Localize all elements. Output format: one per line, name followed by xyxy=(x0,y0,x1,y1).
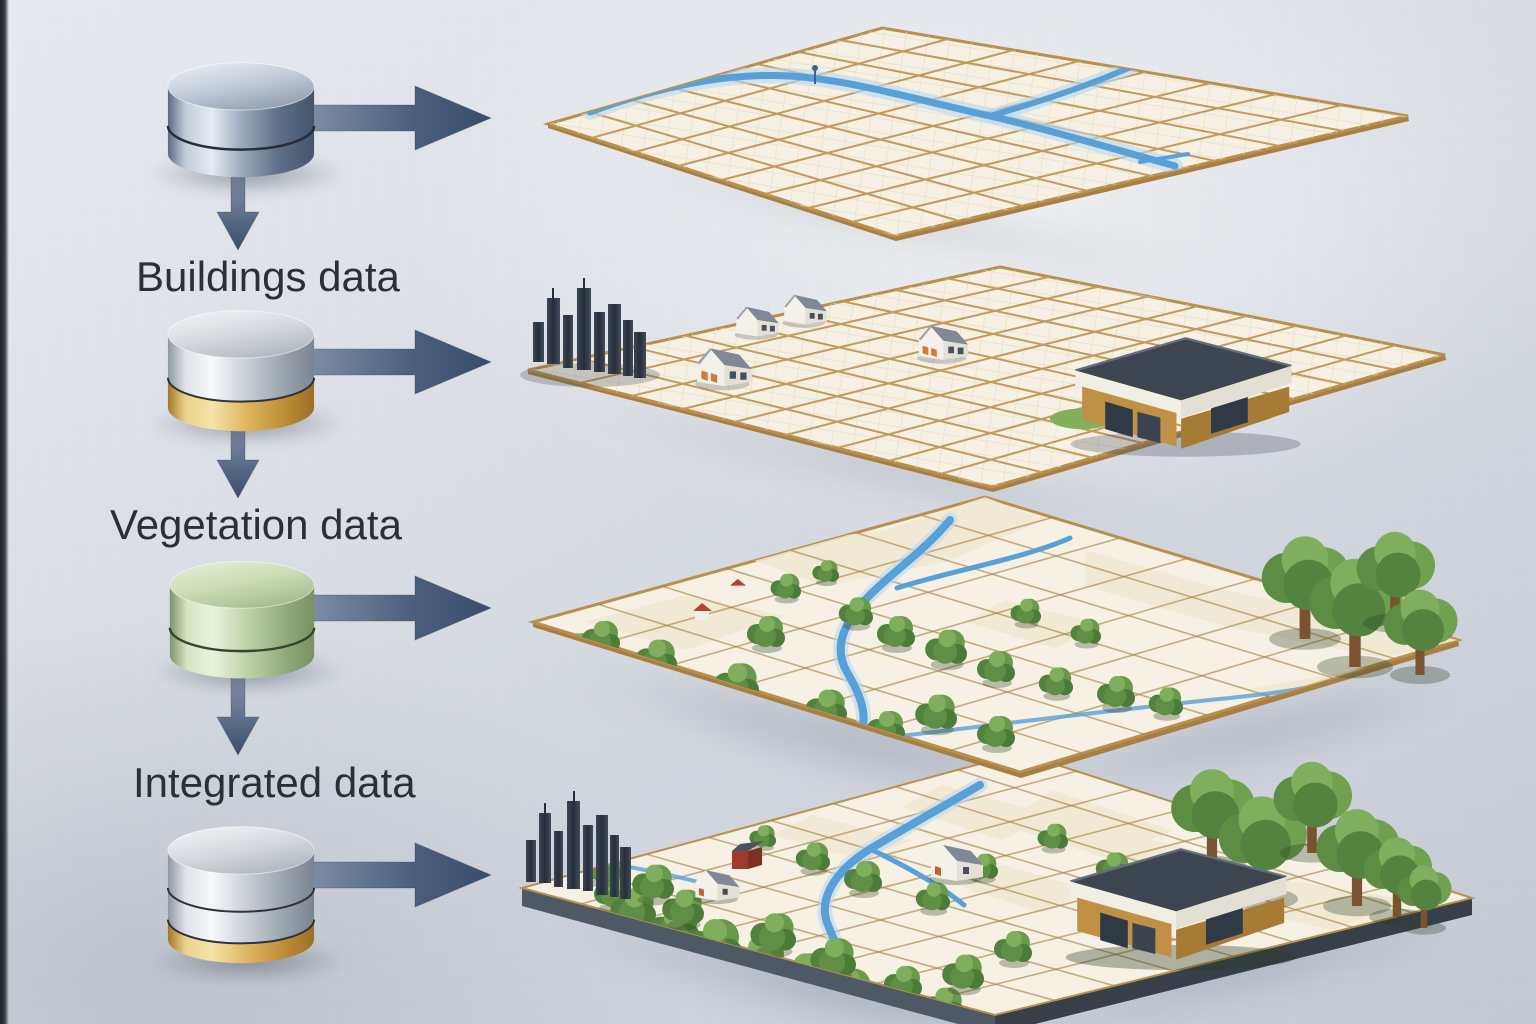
database-cylinder-icon-vegetation xyxy=(168,560,316,679)
database-cylinder-icon-buildings xyxy=(166,310,316,432)
map-edge xyxy=(533,622,1459,778)
label-vegetation-data: Vegetation data xyxy=(110,501,402,548)
integrated-map-illustration xyxy=(518,751,1476,1024)
arrow-right-icon xyxy=(294,329,493,395)
label-integrated-data: Integrated data xyxy=(133,759,416,806)
tiny-house-icon xyxy=(693,603,712,620)
city-skyline-icon xyxy=(520,278,660,387)
city-skyline-icon xyxy=(526,791,631,899)
tiny-house-icon xyxy=(730,578,747,594)
buildings-map-illustration xyxy=(520,265,1446,492)
arrow-right-icon xyxy=(294,85,493,151)
barn-icon xyxy=(732,841,764,869)
database-cylinder-icon-integrated xyxy=(166,826,316,964)
arrow-right-icon xyxy=(294,575,493,641)
map-grid-lines xyxy=(579,275,1396,475)
label-buildings-data: Buildings data xyxy=(136,253,400,300)
arrow-right-icon xyxy=(294,842,493,908)
database-cylinder-icon-base xyxy=(166,62,316,178)
vegetation-map-illustration xyxy=(527,495,1464,778)
large-building-icon xyxy=(1065,848,1296,971)
house-icon xyxy=(782,294,827,328)
large-building-icon xyxy=(1050,337,1301,457)
left-edge-strip xyxy=(0,0,9,1024)
platform-left-face xyxy=(522,888,995,1024)
house-icon xyxy=(734,306,779,340)
base-map-illustration xyxy=(542,26,1409,241)
platform-right-face xyxy=(995,898,1472,1024)
map-pin-icon xyxy=(812,65,818,84)
